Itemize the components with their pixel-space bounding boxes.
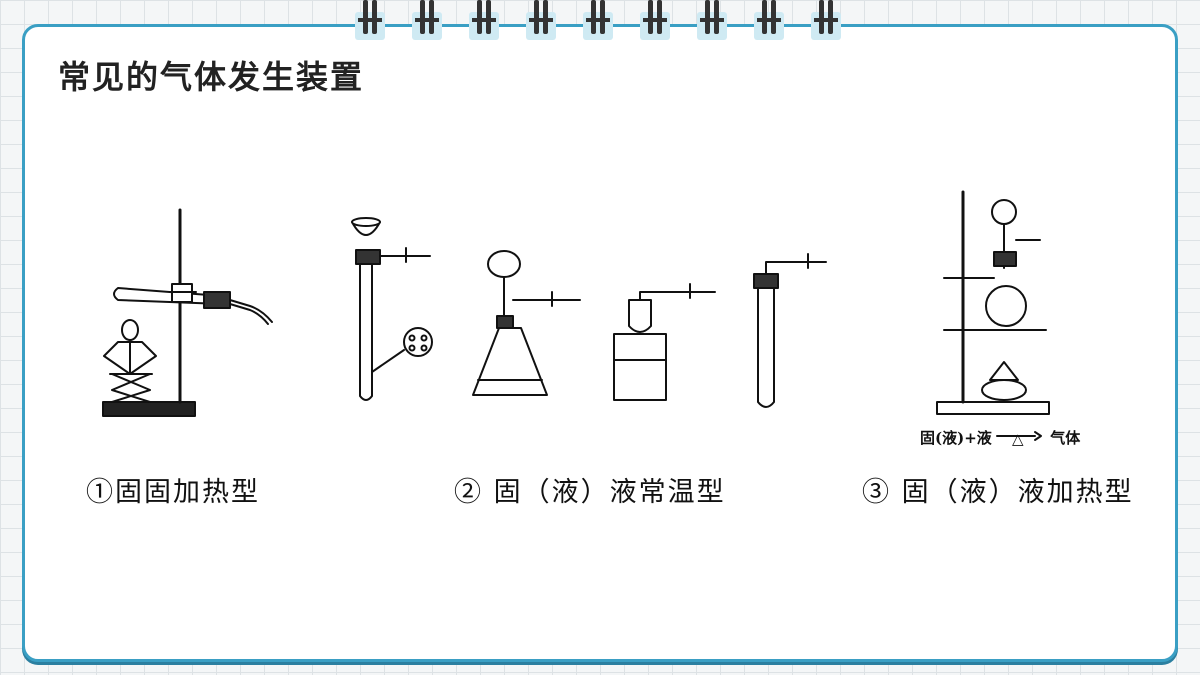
equation-left: 固(液)+液 xyxy=(920,429,992,447)
conical-flask-apparatus xyxy=(472,250,581,396)
heating-flask-apparatus xyxy=(936,190,1050,415)
caption-solid-solid-heating: ①固固加热型 xyxy=(86,477,260,508)
slide-title: 常见的气体发生装置 xyxy=(58,58,365,96)
binder-ring xyxy=(811,0,841,40)
tube-with-funnel-apparatus xyxy=(351,217,433,401)
beaker-apparatus xyxy=(613,283,716,401)
binder-ring xyxy=(583,0,613,40)
simple-tube-apparatus xyxy=(753,253,827,408)
slide-card xyxy=(22,24,1178,662)
binder-ring xyxy=(697,0,727,40)
equation-condition: △ xyxy=(1012,430,1024,448)
solid-heating-apparatus xyxy=(102,208,273,417)
binder-ring xyxy=(526,0,556,40)
binder-ring xyxy=(412,0,442,40)
binder-ring xyxy=(469,0,499,40)
caption-room-temp: ② 固（液）液常温型 xyxy=(454,477,726,508)
binder-ring xyxy=(754,0,784,40)
reaction-equation: 固(液)+液 △ 气体 xyxy=(920,427,1080,448)
caption-liquid-heating: ③ 固（液）液加热型 xyxy=(862,477,1134,508)
binder-ring xyxy=(640,0,670,40)
equation-right: 气体 xyxy=(1050,429,1081,447)
binder-ring xyxy=(355,0,385,40)
equation-arrowhead xyxy=(1034,431,1042,441)
